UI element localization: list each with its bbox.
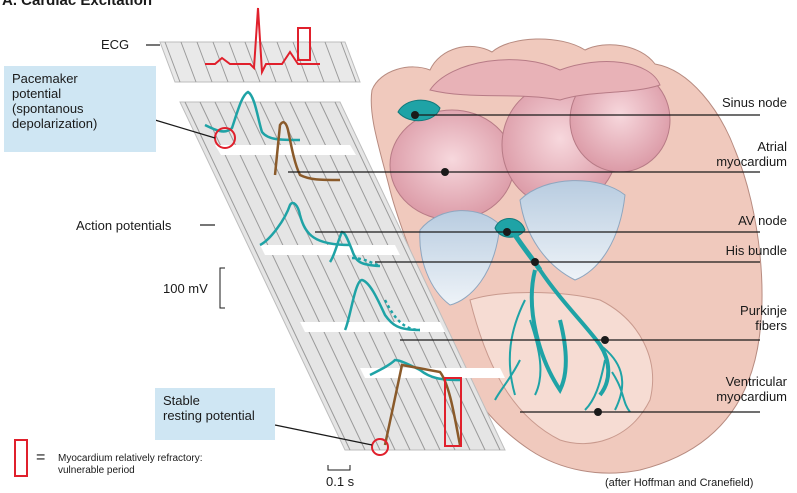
legend-line1: Myocardium relatively refractory:: [58, 453, 202, 465]
atrial-line1: Atrial: [716, 139, 787, 154]
ventricular-label: Ventricular myocardium: [716, 374, 787, 404]
pacemaker-line1: Pacemaker: [12, 71, 148, 86]
atrial-line2: myocardium: [716, 154, 787, 169]
credit-label: (after Hoffman and Cranefield): [605, 477, 753, 489]
mv-scale-label: 100 mV: [163, 281, 208, 296]
ventricular-line2: myocardium: [716, 389, 787, 404]
mv-scale-bar: [220, 268, 225, 308]
action-potentials-label: Action potentials: [76, 218, 171, 233]
pacemaker-line4: depolarization): [12, 116, 148, 131]
time-scale-label: 0.1 s: [326, 474, 354, 489]
purkinje-line1: Purkinje: [740, 303, 787, 318]
purkinje-label: Purkinje fibers: [740, 303, 787, 333]
right-atrium: [390, 110, 514, 220]
sinus-node-label: Sinus node: [722, 95, 787, 110]
pacemaker-line3: (spontanous: [12, 101, 148, 116]
stable-line2: resting potential: [163, 408, 267, 423]
legend-refractory-box: [15, 440, 27, 476]
pacemaker-callout: Pacemaker potential (spontanous depolari…: [4, 66, 156, 152]
his-bundle-label: His bundle: [726, 243, 787, 258]
ventricular-line1: Ventricular: [716, 374, 787, 389]
purkinje-line2: fibers: [740, 318, 787, 333]
time-scale-bar: [328, 465, 350, 470]
legend-line2: vulnerable period: [58, 465, 135, 477]
legend-equals: =: [36, 450, 45, 465]
atrial-label: Atrial myocardium: [716, 139, 787, 169]
ecg-strip: [160, 8, 360, 82]
ecg-label: ECG: [101, 37, 129, 52]
pacemaker-line2: potential: [12, 86, 148, 101]
av-node-label: AV node: [738, 213, 787, 228]
stable-line1: Stable: [163, 393, 267, 408]
stable-resting-callout: Stable resting potential: [155, 388, 275, 440]
